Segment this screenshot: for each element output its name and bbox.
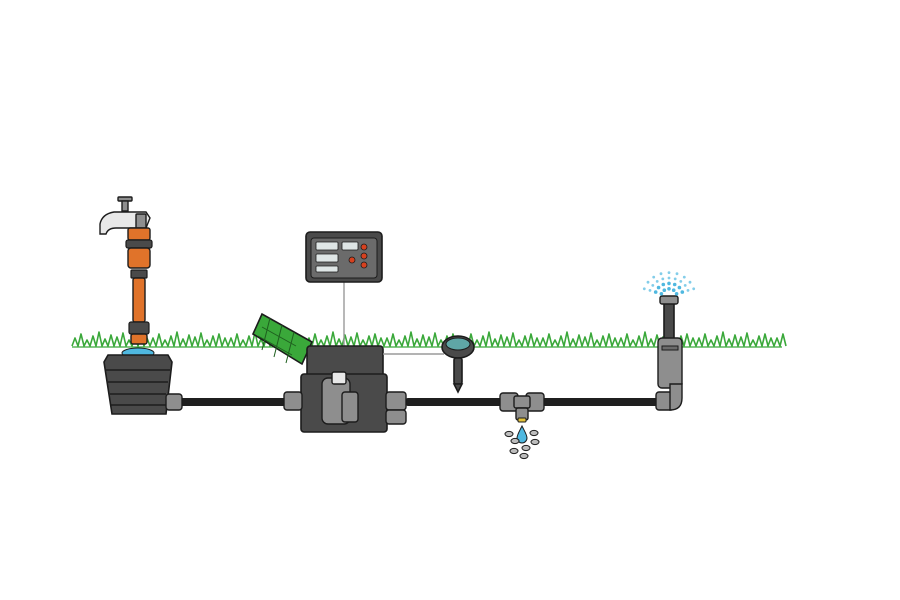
spray-droplet xyxy=(667,271,671,274)
spray-droplet xyxy=(671,288,676,293)
spray-droplet xyxy=(651,284,655,287)
spray-droplet xyxy=(656,285,661,290)
spray-droplet xyxy=(652,275,656,279)
spray-droplet xyxy=(667,281,671,286)
spray-droplet xyxy=(662,288,667,293)
spray-droplet xyxy=(673,277,677,281)
soil-moisture-sensor xyxy=(441,335,475,394)
spray-droplet xyxy=(659,272,663,276)
spray-droplet xyxy=(667,276,671,280)
water-supply-box xyxy=(99,196,183,415)
spray-droplet xyxy=(682,275,686,279)
spray-droplet xyxy=(667,287,671,291)
spray-droplet xyxy=(655,280,659,283)
spray-droplet xyxy=(661,277,665,281)
valve-box-lid xyxy=(251,312,314,366)
spray-droplet xyxy=(679,280,683,283)
spray-droplet xyxy=(686,289,690,292)
spray-droplet xyxy=(642,287,646,291)
drain-valve xyxy=(499,392,545,460)
spray-droplet xyxy=(680,290,685,294)
water-tap xyxy=(99,196,151,235)
spray-droplet xyxy=(688,280,692,284)
spray-droplet xyxy=(675,272,679,276)
spray-droplet xyxy=(683,284,687,287)
spray-droplet xyxy=(692,287,696,291)
control-unit xyxy=(305,231,383,346)
tap-hose-connector xyxy=(125,227,153,345)
spray-droplet xyxy=(661,282,666,287)
sprinkler-water-spray xyxy=(642,271,696,296)
pop-up-sprinkler xyxy=(642,271,696,411)
valve-box xyxy=(251,312,407,433)
spray-droplet xyxy=(648,289,652,292)
spray-droplet xyxy=(659,292,664,296)
spray-droplet xyxy=(653,290,658,294)
spray-droplet xyxy=(646,280,650,284)
drainage-stones xyxy=(504,429,540,460)
supply-pipe xyxy=(165,398,660,406)
spray-droplet xyxy=(672,282,677,287)
spray-droplet xyxy=(674,292,679,296)
spray-droplet xyxy=(677,285,682,290)
